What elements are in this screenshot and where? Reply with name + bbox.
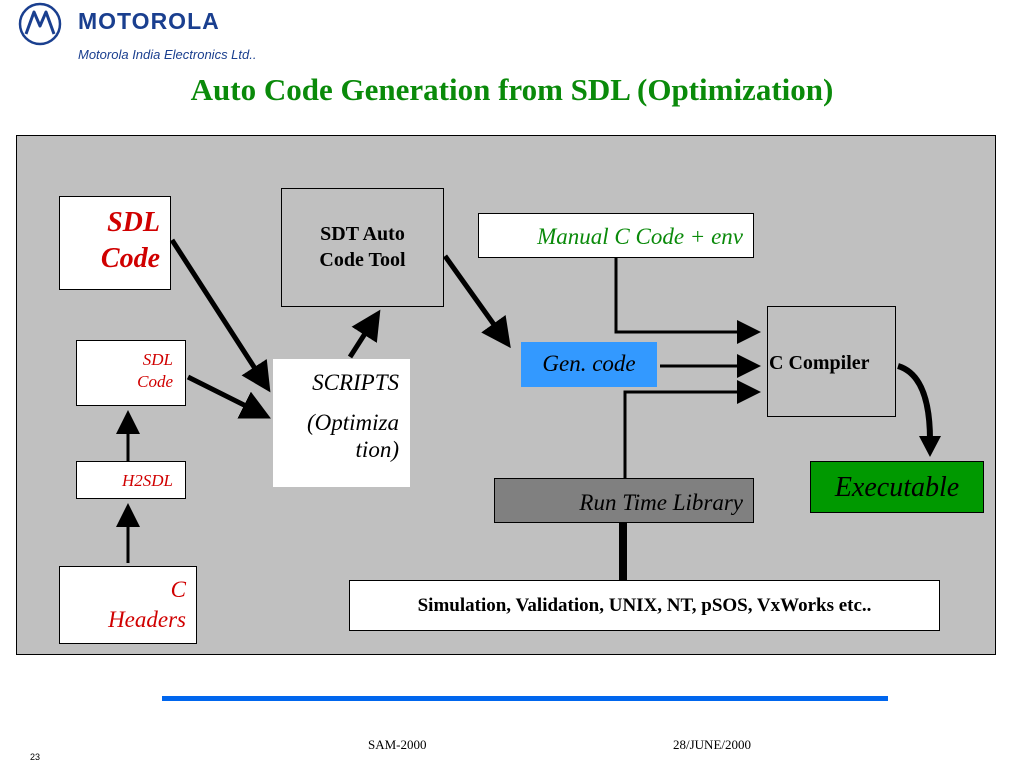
sdl-code-small-box: SDL Code [76,340,186,406]
sdt-tool-line1: SDT Auto [320,223,405,245]
scripts-line3: tion) [355,437,399,463]
brand-name: MOTOROLA [78,8,220,34]
executable-box: Executable [810,461,984,513]
page-number: 23 [30,752,41,762]
c-compiler-label: C Compiler [769,352,870,374]
manual-c-code-box: Manual C Code + env [478,213,754,258]
footer-rule [162,696,888,701]
scripts-line2: (Optimiza [307,409,399,435]
sdl-code-main-line1: SDL [107,207,160,238]
sdt-auto-code-tool-box: SDT Auto Code Tool [281,188,444,307]
gen-code-box: Gen. code [521,342,657,387]
run-time-library-box: Run Time Library [494,478,754,523]
c-headers-box: C Headers [59,566,197,644]
sdl-code-main-box: SDL Code [59,196,171,290]
c-headers-line2: Headers [108,606,186,632]
sdl-code-main-line2: Code [100,242,160,274]
footer-date: 28/JUNE/2000 [673,737,751,752]
sdt-tool-line2: Code Tool [319,249,406,271]
motorola-logo-icon [18,2,62,46]
c-headers-line1: C [170,577,186,602]
company-name: Motorola India Electronics Ltd.. [78,47,257,62]
footer-event: SAM-2000 [368,737,427,752]
scripts-optimization-text: (Optimiza tion) [273,409,399,464]
platforms-box: Simulation, Validation, UNIX, NT, pSOS, … [349,580,940,631]
c-compiler-box [767,306,896,417]
sdl-code-small-line2: Code [137,372,173,392]
scripts-box: SCRIPTS (Optimiza tion) [273,359,410,487]
sdl-code-small-line1: SDL [142,350,173,369]
h2sdl-box: H2SDL [76,461,186,499]
scripts-line1: SCRIPTS [312,370,399,395]
slide-title: Auto Code Generation from SDL (Optimizat… [190,72,834,107]
